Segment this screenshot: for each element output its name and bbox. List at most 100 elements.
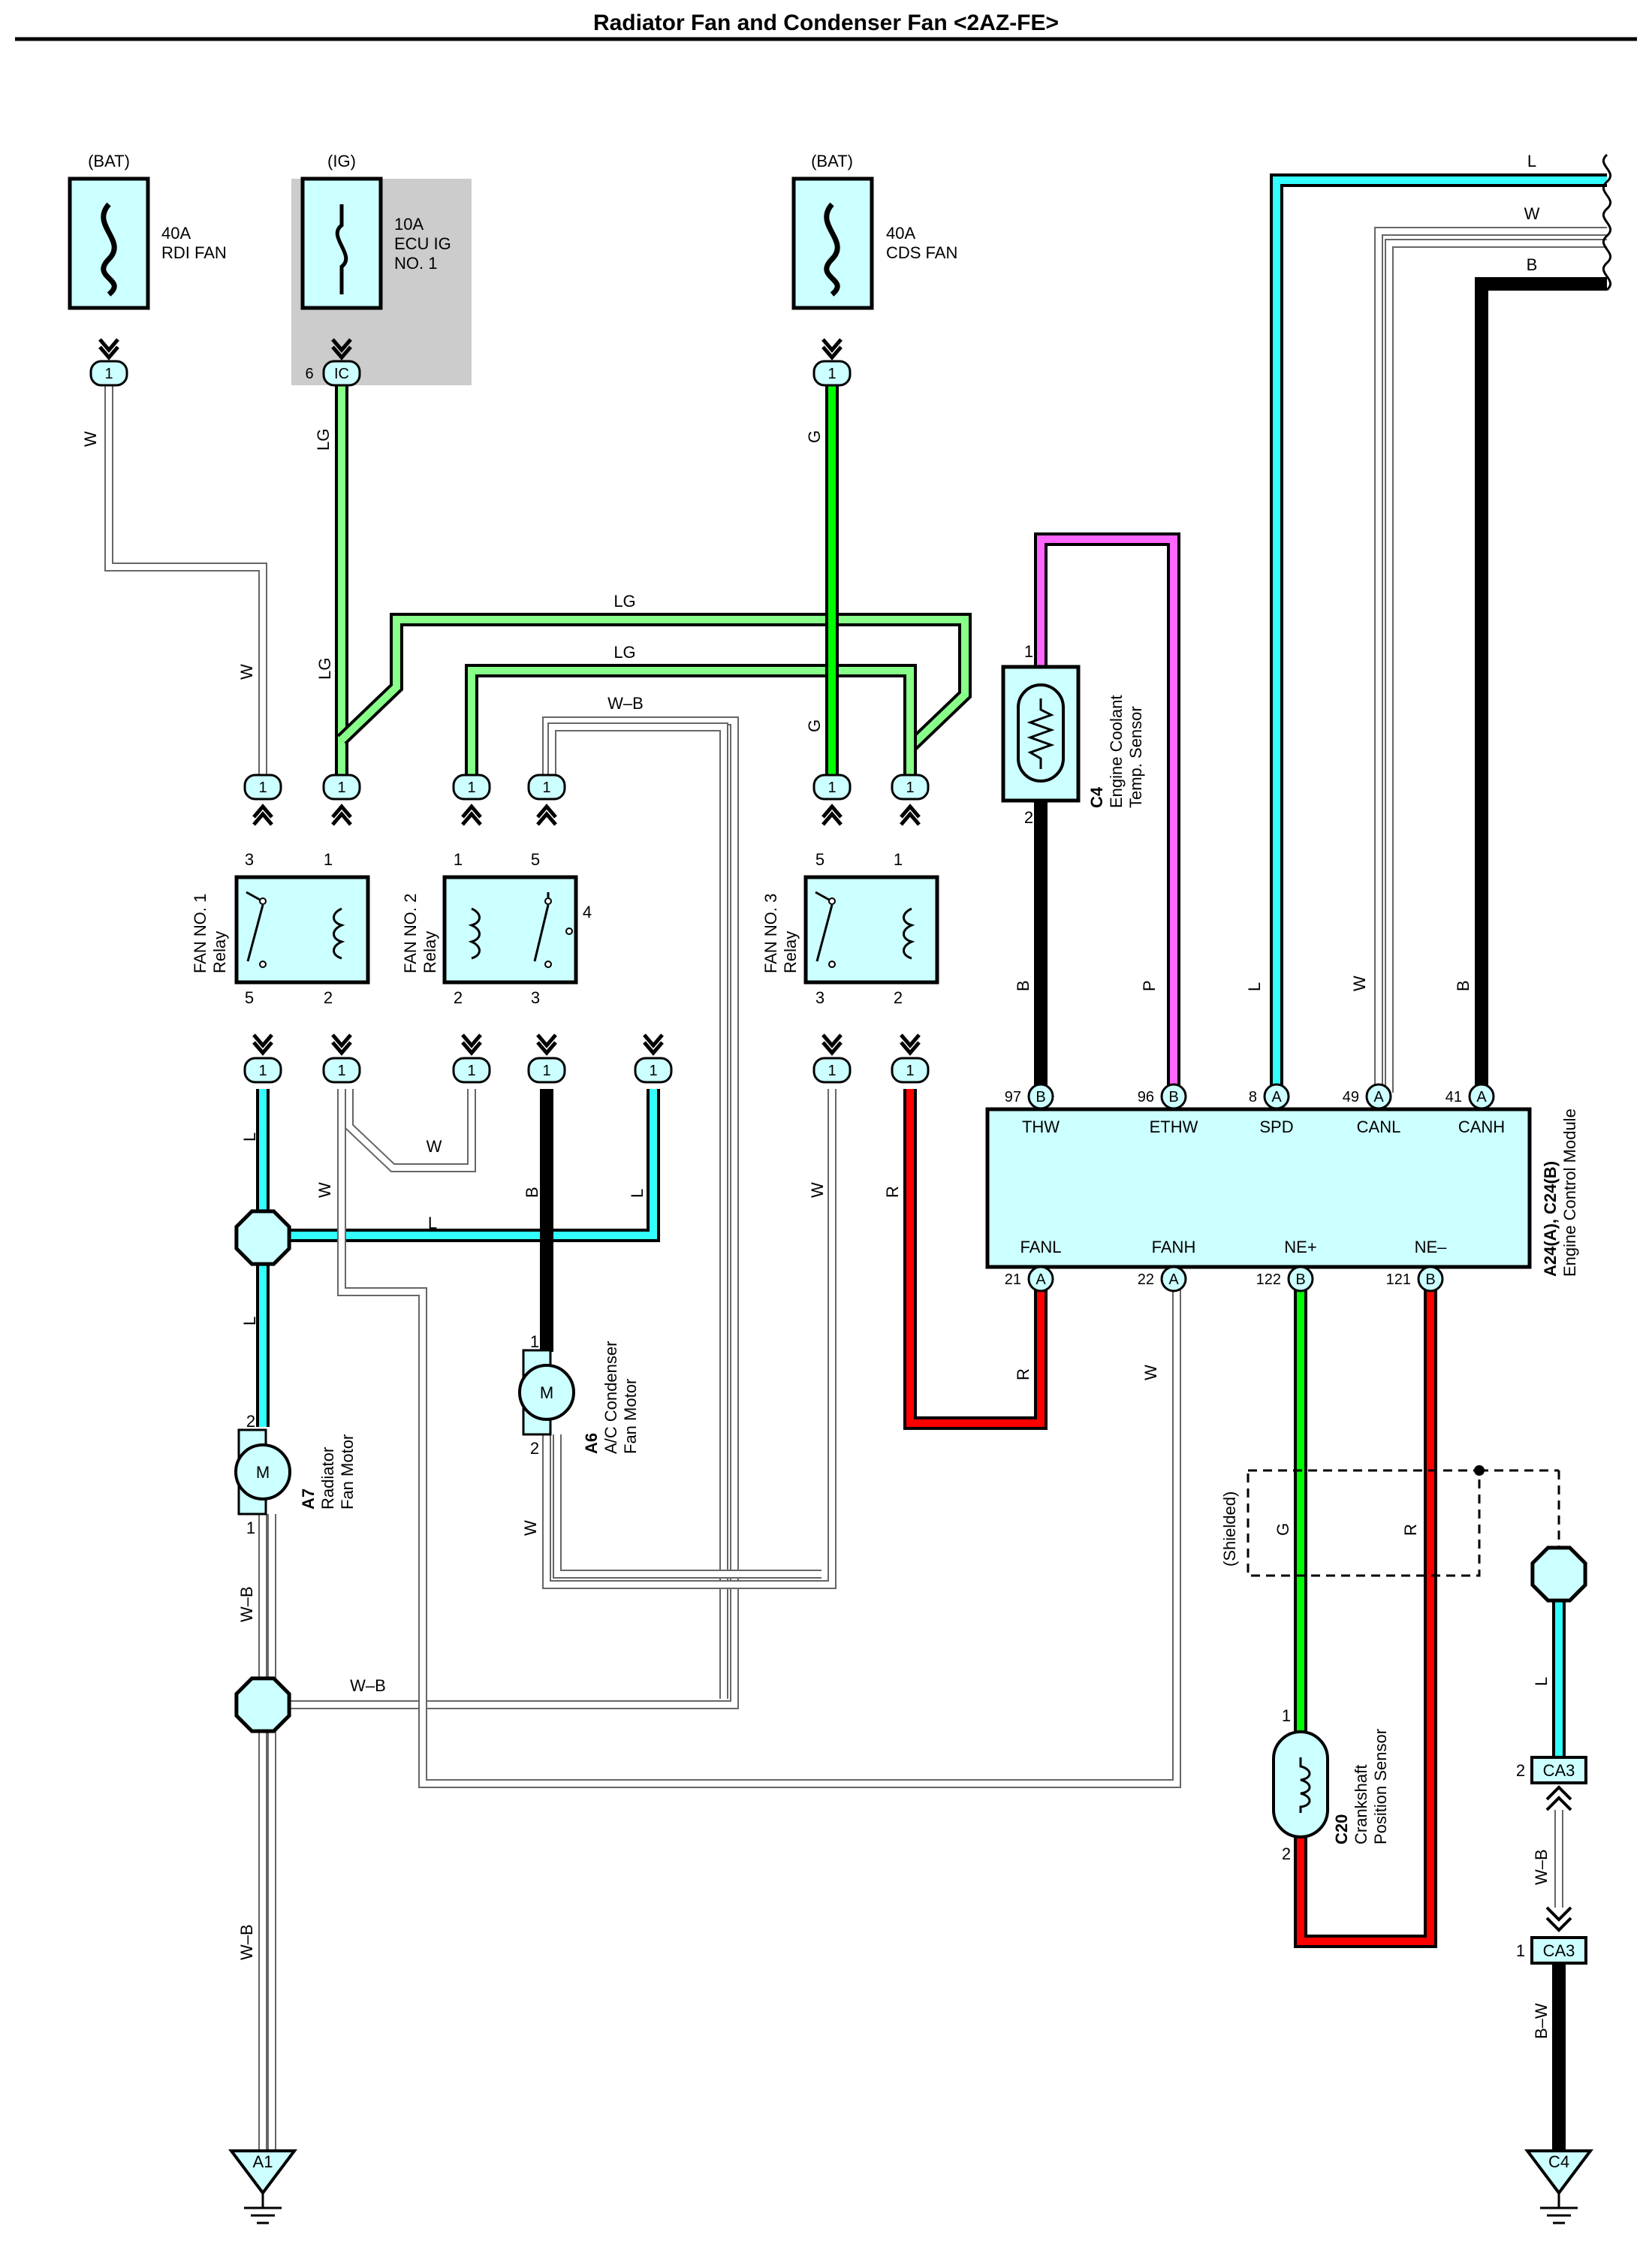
svg-text:96: 96 [1138,1089,1154,1105]
motor-a6-pin-1: 1 [530,1332,539,1351]
svg-text:8: 8 [1249,1089,1257,1105]
svg-text:1: 1 [542,1063,550,1079]
connector-ca3-top [1530,1756,1587,1784]
fuse-cds-fan: (BAT) 40A CDS FAN [791,152,957,310]
diagram-title: Radiator Fan and Condenser Fan <2AZ-FE> [593,11,1059,35]
connector-ca3-top-name: CA3 [1543,1761,1575,1780]
relay-fan-no1-body [234,875,370,985]
ecm-name: Engine Control Module [1560,1108,1579,1277]
motor-a6-pin-2: 2 [530,1439,539,1458]
chevron-down-icon [900,1033,921,1056]
motor-a6-ac-condenser-fan: M 1 2 A6 A/C Condenser Fan Motor [518,1332,640,1458]
pin-relay-bottom-6: 1 [891,1057,930,1084]
ground-a1-icon [228,2149,297,2196]
ecm-body [985,1107,1532,1269]
wire-label-w-4: W [427,1137,442,1156]
svg-text:49: 49 [1343,1089,1359,1105]
pin-relay-bottom-1: 1 [322,1057,361,1084]
fuse-rdi-name: RDI FAN [161,243,227,262]
pin-relay-bottom-4: 1 [634,1057,673,1084]
wires-layer [104,173,1607,2149]
svg-text:B: B [1425,1271,1435,1288]
relay-fan-no3-coil-icon [903,907,915,960]
motor-a7-radiator-fan: M 2 1 A7 Radiator Fan Motor [234,1412,357,1537]
fuse-rdi-rating: 40A [161,224,191,243]
sensor-c4-pin-2: 2 [1024,808,1033,827]
wire-w-canl-2 [1385,239,1607,1093]
chevron-down-icon [331,1033,352,1056]
chevron-up-icon [252,804,273,826]
motor-a6-name1: A/C Condenser [601,1341,620,1454]
sensor-c4-pin-1: 1 [1024,642,1033,661]
svg-text:1: 1 [906,1063,914,1079]
chevron-up-icon [900,804,921,826]
shielded-section: (Shielded) [1220,1465,1560,1577]
svg-text:1: 1 [649,1063,657,1079]
fuse-ecu-name2: NO. 1 [394,254,437,273]
chevron-down-icon [331,338,352,360]
motor-a7-pin-1: 1 [246,1519,255,1537]
relay-fan-no2-switch-icon [533,904,550,962]
connector-ca3-bottom-name: CA3 [1543,1941,1575,1960]
motor-a7-symbol: M [256,1463,270,1482]
chevron-down-icon [98,338,119,360]
wire-label-w-6: W [1141,1365,1160,1380]
relay-fan-no2-pin-4: 4 [583,903,592,921]
sensor-c20-coil-icon [1299,1757,1311,1813]
svg-text:1: 1 [337,1063,345,1079]
ecm-id: A24(A), C24(B) [1541,1161,1560,1277]
svg-text:1: 1 [828,780,836,796]
svg-text:CANH: CANH [1458,1117,1505,1136]
motor-a7-pin-2: 2 [246,1412,255,1431]
wire-lg-branch-relay3 [336,613,972,753]
ground-c4: C4 [1524,2149,1593,2224]
pin-relay-bottom-0: 1 [243,1057,282,1084]
wire-label-wb-4: W–B [237,1924,256,1960]
sensor-c20-id: C20 [1332,1814,1351,1844]
svg-text:1: 1 [467,780,475,796]
connector-ca3-bottom-pin: 1 [1516,1941,1525,1960]
sensor-c20-crankshaft-position: 1 2 C20 Crankshaft Position Sensor [1272,1706,1390,1863]
ecm-terminals: B97THWB96ETHWA8SPDA49CANLA41CANHA21FANLA… [1005,1083,1505,1292]
svg-text:1: 1 [906,780,914,796]
wire-label-w-2: W [237,664,256,680]
shield-outline [1247,1469,1481,1577]
svg-text:FANH: FANH [1152,1238,1196,1256]
fuse-ecu-source: (IG) [327,152,356,170]
sensor-c4-engine-coolant-temp: 1 2 C4 Engine Coolant Temp. Sensor [1001,642,1145,827]
relay-fan-no1: 3 1 5 2 FAN NO. 1 Relay [191,850,370,1007]
relay-fan-no2-coil-icon [468,907,481,960]
wire-w-relay1-pin2-b [345,1089,476,1172]
wire-label-b-canh: B [1454,980,1473,991]
pin-cds-out: 1 [812,360,852,387]
engine-control-module: A24(A), C24(B) Engine Control Module B97… [985,1083,1579,1292]
wire-label-r-1: R [883,1186,902,1198]
wire-r-relay3-to-fanl [903,1089,1048,1430]
sensor-c20-pin-1: 1 [1282,1706,1291,1725]
pin-rdi-out: 1 [89,360,128,387]
wire-label-w-canbus: W [1524,204,1540,223]
fuse-cds-name: CDS FAN [886,243,957,262]
wire-label-g-3: G [1274,1523,1292,1536]
relay-fan-no2-pin-1: 1 [454,850,463,869]
chevron-down-icon [252,1033,273,1056]
sensor-c20-pin-2: 2 [1282,1844,1291,1863]
fuse-rdi-fan: (BAT) 40A RDI FAN [68,152,227,310]
junctions-layer [234,1209,1587,1733]
svg-text:1: 1 [258,780,267,796]
relay-fan-no2-pin-5: 5 [531,850,540,869]
svg-text:THW: THW [1022,1117,1060,1136]
motor-a7-name1: Radiator [318,1447,337,1510]
svg-text:IC: IC [334,366,349,382]
wire-label-l-2: L [428,1214,437,1232]
chevron-up-icon [536,804,557,826]
svg-text:A: A [1036,1271,1046,1288]
motor-a7-icon [234,1443,291,1500]
junction-l [234,1209,291,1266]
